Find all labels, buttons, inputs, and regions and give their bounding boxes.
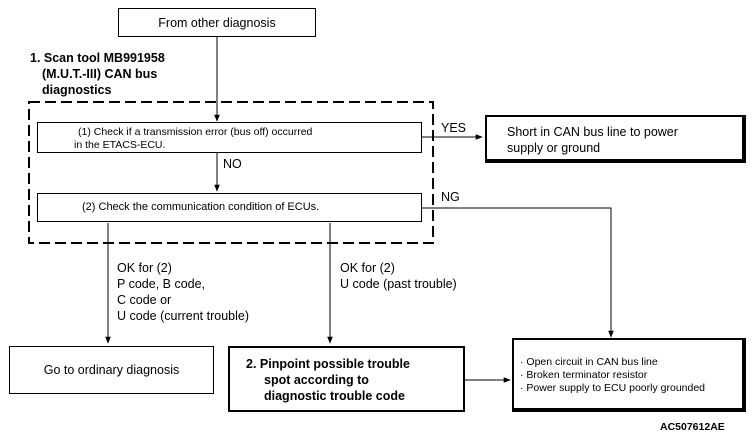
ordinary-diagnosis-label: Go to ordinary diagnosis — [43, 363, 180, 377]
ok-current-line: C code or — [117, 293, 172, 307]
short-result-box: Short in CAN bus line to power supply or… — [485, 115, 746, 163]
check1-line: in the ETACS-ECU. — [74, 139, 166, 151]
pinpoint-line: spot according to — [264, 373, 369, 387]
step1-title-line: diagnostics — [42, 83, 112, 97]
short-result-line: supply or ground — [507, 141, 601, 155]
arrow-ng — [422, 207, 614, 338]
ok-current-line: P code, B code, — [117, 277, 206, 291]
causes-line: · Power supply to ECU poorly grounded — [520, 382, 706, 394]
pinpoint-line: 2. Pinpoint possible trouble — [246, 357, 410, 371]
start-box-label: From other diagnosis — [158, 15, 276, 30]
step1-title: 1. Scan tool MB991958 (M.U.T.-III) CAN b… — [30, 50, 165, 98]
ok-past-trouble-label: OK for (2) U code (past trouble) — [340, 260, 457, 292]
no-label: NO — [223, 157, 242, 171]
causes-line: · Broken terminator resistor — [520, 369, 648, 381]
can-diagnostics-group — [28, 101, 434, 244]
short-result-line: Short in CAN bus line to power — [507, 125, 678, 139]
ok-current-line: U code (current trouble) — [117, 309, 250, 323]
ok-past-line: U code (past trouble) — [340, 277, 457, 291]
ok-current-trouble-label: OK for (2) P code, B code, C code or U c… — [117, 260, 249, 324]
ng-label: NG — [441, 190, 460, 204]
causes-box: · Open circuit in CAN bus line · Broken … — [512, 338, 746, 412]
ok-current-line: OK for (2) — [117, 261, 172, 275]
pinpoint-line: diagnostic trouble code — [264, 389, 405, 403]
figure-code: AC507612AE — [660, 421, 725, 433]
check1-line: (1) Check if a transmission error (bus o… — [78, 126, 313, 138]
causes-line: · Open circuit in CAN bus line — [520, 356, 658, 368]
step1-title-line: (M.U.T.-III) CAN bus — [42, 67, 158, 81]
check2-label: (2) Check the communication condition of… — [82, 201, 320, 213]
ordinary-diagnosis-box: Go to ordinary diagnosis — [9, 346, 214, 394]
ok-past-line: OK for (2) — [340, 261, 395, 275]
step1-title-line: 1. Scan tool MB991958 — [30, 51, 165, 65]
start-box: From other diagnosis — [118, 8, 316, 37]
check2-box: (2) Check the communication condition of… — [37, 193, 422, 222]
check1-box: (1) Check if a transmission error (bus o… — [37, 122, 422, 153]
yes-label: YES — [441, 121, 467, 135]
pinpoint-box: 2. Pinpoint possible trouble spot accord… — [228, 346, 465, 412]
